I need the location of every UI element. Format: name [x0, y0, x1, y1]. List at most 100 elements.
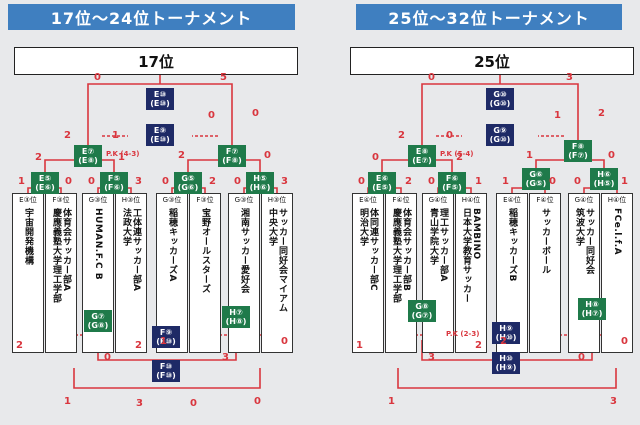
match-code: E⑤	[38, 174, 52, 183]
right-pk-note-2: P.K (2-3)	[446, 330, 480, 338]
right-match-box-g7: G⑧(G⑦)	[408, 300, 436, 322]
left-score-21: 1	[160, 336, 167, 347]
team-name: サッカー同好会マイアム 中央大学	[267, 208, 287, 313]
right-score-12: 2	[405, 176, 412, 187]
right-team-7: G④位サッカー同好会 筑波大学	[568, 193, 600, 353]
left-match-box-g5: G⑤(G⑥)	[174, 172, 202, 194]
left-match-box-f5: F⑤(F⑥)	[100, 172, 128, 194]
right-score-7: 0	[372, 152, 379, 163]
match-code: G⑨	[493, 126, 507, 135]
match-alt-code: (H⑦)	[581, 309, 603, 318]
team-seed: E③位	[19, 196, 37, 204]
right-team-1: E④位体同連サッカー部C 明治大学	[352, 193, 384, 353]
left-match-box-g7: G⑦(G⑧)	[84, 310, 112, 332]
left-score-19: 2	[16, 340, 23, 351]
left-score-4: 1	[112, 130, 119, 141]
match-alt-code: (F⑩)	[156, 371, 176, 380]
match-code: H⑥	[597, 170, 611, 179]
left-score-23: 0	[104, 352, 111, 363]
left-score-13: 0	[88, 176, 95, 187]
right-score-16: 0	[549, 176, 556, 187]
left-score-12: 0	[65, 176, 72, 187]
left-match-box-h7: H⑦(H⑧)	[222, 306, 250, 328]
team-seed: F④位	[536, 196, 554, 204]
team-name: 稲穂キッカーズA	[167, 208, 177, 282]
right-score-26: 3	[610, 396, 617, 407]
right-match-box-e7: E⑧(E⑦)	[408, 145, 436, 167]
team-seed: F③位	[196, 196, 214, 204]
match-alt-code: (G⑩)	[489, 99, 511, 108]
left-score-6: 0	[252, 108, 259, 119]
match-code: F⑥	[445, 174, 459, 183]
team-seed: G③位	[88, 196, 108, 204]
team-name: 工体連サッカー部A 法政大学	[121, 208, 141, 292]
team-seed: E④位	[503, 196, 521, 204]
match-alt-code: (G⑧)	[87, 321, 109, 330]
left-score-15: 0	[162, 176, 169, 187]
team-name: BAMBINO 日本大学教育サッカー	[461, 208, 481, 303]
left-match-box-e7: E⑦(E⑧)	[74, 145, 102, 167]
right-match-box-f10: H⑩(H⑨)	[492, 352, 520, 374]
match-code: H⑤	[253, 174, 267, 183]
match-alt-code: (E⑩)	[150, 99, 170, 108]
match-code: E⑥	[375, 174, 389, 183]
left-match-box-f7: F⑦(F⑧)	[218, 145, 246, 167]
left-match-box-top: E⑩(E⑩)	[146, 88, 174, 110]
right-score-3: 2	[398, 130, 405, 141]
right-score-15: 1	[502, 176, 509, 187]
team-seed: H③位	[121, 196, 141, 204]
right-team-3: G④位理工サッカー部A 青山学院大学	[422, 193, 454, 353]
right-score-25: 1	[388, 396, 395, 407]
right-score-14: 1	[475, 176, 482, 187]
match-alt-code: (H⑧)	[225, 317, 247, 326]
right-score-19: 1	[356, 340, 363, 351]
match-alt-code: (F⑥)	[104, 183, 124, 192]
match-code: E⑧	[415, 147, 429, 156]
match-code: F⑦	[225, 147, 239, 156]
right-score-17: 0	[574, 176, 581, 187]
right-match-box-f9: H⑨(H⑩)	[492, 322, 520, 344]
left-team-1: E③位宇宙開発機構	[12, 193, 44, 353]
left-bottom-bracket	[73, 368, 261, 389]
left-team-2: F③位体育会サッカー部A 慶應義塾大学理工学部	[45, 193, 77, 353]
right-team-6: F④位サッカーボール	[529, 193, 561, 353]
left-rank-box: 17位	[14, 47, 298, 75]
right-score-23: 3	[428, 352, 435, 363]
left-pk-note: P.K (4-3)	[106, 150, 140, 158]
left-match-box-e5: E⑤(E⑥)	[31, 172, 59, 194]
right-match-box-top: G⑩(G⑩)	[486, 88, 514, 110]
team-seed: G④位	[428, 196, 448, 204]
right-score-5: 1	[554, 110, 561, 121]
match-code: E⑨	[153, 126, 167, 135]
team-seed: G③位	[162, 196, 182, 204]
right-match-box-h5: H⑥(H⑤)	[590, 168, 618, 190]
left-score-28: 0	[190, 398, 197, 409]
team-name: HUMAN.F.C B	[93, 208, 103, 281]
left-team-7: G③位湘南サッカー愛好会	[228, 193, 260, 353]
match-alt-code: (F⑩)	[156, 337, 176, 346]
team-seed: G④位	[574, 196, 594, 204]
left-score-7: 2	[35, 152, 42, 163]
team-name: 宇宙開発機構	[23, 208, 33, 265]
match-alt-code: (E⑤)	[372, 183, 392, 192]
left-score-14: 3	[135, 176, 142, 187]
match-alt-code: (G⑤)	[525, 179, 547, 188]
match-alt-code: (H⑩)	[495, 333, 517, 342]
team-seed: H③位	[267, 196, 287, 204]
right-match-box-f5: F⑥(F⑤)	[438, 172, 466, 194]
right-score-10: 0	[608, 150, 615, 161]
left-score-17: 0	[234, 176, 241, 187]
left-match-box-f10: F⑩(F⑩)	[152, 360, 180, 382]
left-score-3: 2	[64, 130, 71, 141]
match-code: H⑧	[585, 300, 599, 309]
left-score-20: 2	[135, 340, 142, 351]
match-code: E⑩	[153, 90, 167, 99]
match-alt-code: (E⑩)	[150, 135, 170, 144]
match-alt-code: (H⑥)	[249, 183, 271, 192]
team-name: 稲穂キッカーズB	[507, 208, 517, 282]
team-name: 理工サッカー部A 青山学院大学	[428, 208, 448, 282]
right-score-18: 1	[621, 176, 628, 187]
